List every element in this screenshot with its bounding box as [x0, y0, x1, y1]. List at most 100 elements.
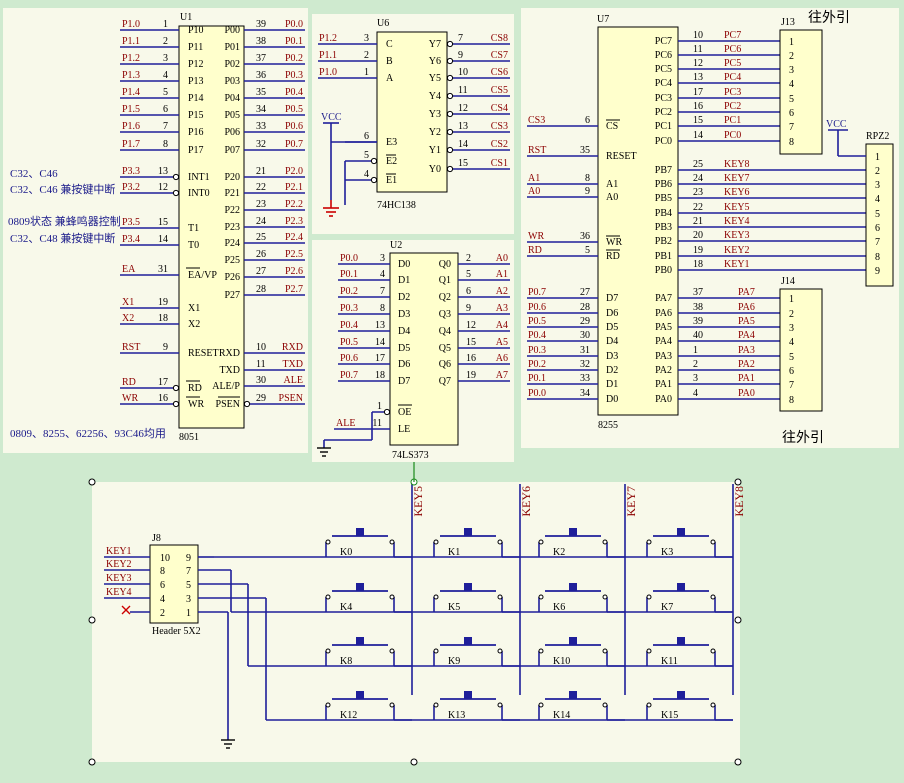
- pin-number: 30: [256, 375, 266, 386]
- inversion-bubble: [446, 146, 454, 154]
- switch-contact: [389, 539, 395, 545]
- net-label: P3.2: [122, 182, 140, 193]
- net-label: PC6: [724, 44, 741, 55]
- pin-name: INT1: [188, 172, 210, 183]
- pin-name: D4: [398, 326, 410, 337]
- pin-number: 7: [458, 33, 463, 44]
- pin-name: P17: [188, 145, 204, 156]
- switch-cap: [677, 583, 685, 591]
- switch-cap: [569, 691, 577, 699]
- selection-handle: [734, 616, 742, 624]
- net-label: KEY4: [724, 216, 750, 227]
- pin-name: RESET: [188, 348, 219, 359]
- pin-number: 26: [256, 249, 266, 260]
- switch-contact: [325, 648, 331, 654]
- key-label: K1: [448, 547, 460, 558]
- net-label: P1.6: [122, 121, 140, 132]
- pin-number: 5: [466, 269, 471, 280]
- chip-name: 74HC138: [377, 200, 416, 211]
- pin-name: PC6: [655, 50, 672, 61]
- pin-number: 25: [256, 232, 266, 243]
- pin-number: 18: [158, 313, 168, 324]
- pin-name: P23: [224, 222, 240, 233]
- connector-ref: J13: [781, 17, 795, 28]
- chip-u7-body: [597, 26, 679, 416]
- pin-number: 5: [789, 352, 794, 363]
- inversion-bubble: [172, 400, 180, 408]
- pin-name: P27: [224, 290, 240, 301]
- pin-number: 9: [466, 303, 471, 314]
- switch-contact: [602, 594, 608, 600]
- inversion-bubble: [370, 157, 378, 165]
- net-label: P0.5: [285, 104, 303, 115]
- key-label: K2: [553, 547, 565, 558]
- pin-number: 29: [580, 316, 590, 327]
- net-label: A4: [496, 320, 508, 331]
- net-label: PC5: [724, 58, 741, 69]
- pin-number: 1: [377, 401, 382, 412]
- pin-name: A1: [606, 179, 618, 190]
- inversion-bubble: [370, 176, 378, 184]
- pin-number: 22: [693, 202, 703, 213]
- pin-name: Q0: [439, 259, 451, 270]
- pin-name: PA5: [655, 322, 672, 333]
- selection-handle: [88, 758, 96, 766]
- net-label: P0.2: [340, 286, 358, 297]
- panel-8255: [521, 8, 899, 448]
- net-label: KEY7: [724, 173, 750, 184]
- pin-name: D7: [398, 376, 410, 387]
- vcc-label: VCC: [826, 119, 847, 130]
- net-label: KEY2: [106, 559, 132, 570]
- pin-number: 5: [585, 245, 590, 256]
- pin-name: PB3: [655, 222, 672, 233]
- component-ref: RPZ2: [866, 131, 889, 142]
- switch-contact: [497, 702, 503, 708]
- pin-name: P25: [224, 255, 240, 266]
- chip-name: 74LS373: [392, 450, 429, 461]
- note-text: 0809、8255、62256、93C46均用: [10, 427, 166, 440]
- chip-u1-body: [178, 25, 245, 429]
- switch-cap: [356, 691, 364, 699]
- connector-ref: J14: [781, 276, 795, 287]
- pin-name: PB2: [655, 236, 672, 247]
- pin-name: D5: [398, 343, 410, 354]
- chip-name: 8255: [598, 420, 618, 431]
- switch-contact: [538, 539, 544, 545]
- net-label: RD: [122, 377, 136, 388]
- net-label: PC7: [724, 30, 741, 41]
- chip-u2-body: [389, 252, 459, 446]
- pin-number: 23: [256, 199, 266, 210]
- pin-number: 18: [375, 370, 385, 381]
- pin-name: P00: [224, 25, 240, 36]
- column-label: KEY8: [732, 486, 746, 517]
- pin-name: A: [386, 73, 394, 84]
- pin-name: PC1: [655, 121, 672, 132]
- pin-number: 3: [163, 53, 168, 64]
- net-label: P0.6: [285, 121, 303, 132]
- panel-keypad: [92, 482, 740, 762]
- pin-name: EA/VP: [188, 270, 217, 281]
- chip-ref: U1: [180, 12, 192, 23]
- net-label: P3.4: [122, 234, 140, 245]
- pin-number: 1: [789, 294, 794, 305]
- pin-number: 3: [364, 33, 369, 44]
- net-label: P0.4: [340, 320, 358, 331]
- pin-name: Q4: [439, 326, 451, 337]
- pin-name: D4: [606, 336, 618, 347]
- net-label: PA1: [738, 373, 755, 384]
- pin-number: 30: [580, 330, 590, 341]
- pin-number: 3: [693, 373, 698, 384]
- pin-name: P16: [188, 127, 204, 138]
- pin-number: 24: [693, 173, 703, 184]
- net-label: KEY4: [106, 587, 132, 598]
- net-label: PSEN: [279, 393, 303, 404]
- net-label: PC4: [724, 72, 741, 83]
- pin-number: 15: [693, 115, 703, 126]
- pin-number: 2: [875, 166, 880, 177]
- note-text: C32、C46: [10, 168, 58, 180]
- pin-number: 5: [163, 87, 168, 98]
- pin-name: D3: [398, 309, 410, 320]
- pin-number: 6: [789, 108, 794, 119]
- net-label: P3.3: [122, 166, 140, 177]
